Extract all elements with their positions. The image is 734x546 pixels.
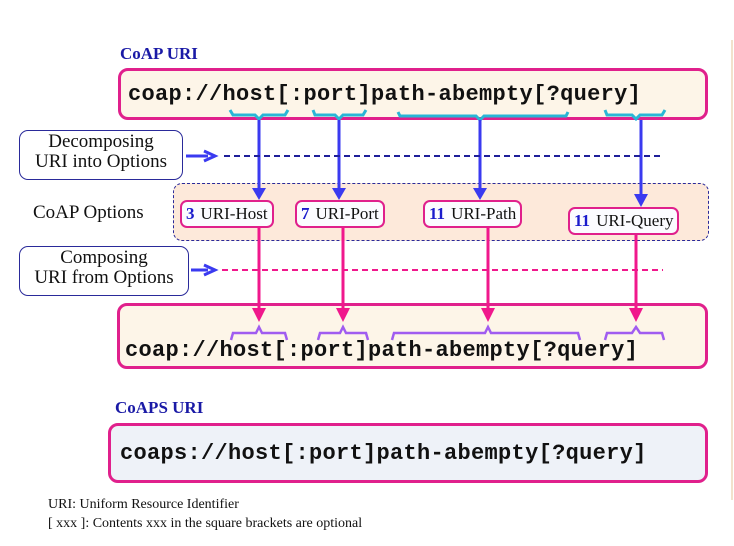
option-uri-host: 3 URI-Host [180,200,274,228]
option-number: 3 [186,204,195,223]
decompose-line2: URI into Options [35,151,167,172]
option-uri-path: 11 URI-Path [423,200,523,228]
coap-uri-title: CoAP URI [120,44,198,63]
composed-uri-text: coap://host[:port]path-abempty[?query] [125,338,639,363]
compose-line1: Composing [60,247,148,268]
option-name: URI-Query [596,211,674,230]
compose-pointer-head [203,263,219,277]
coap-uri-text: coap://host[:port]path-abempty[?query] [128,82,642,107]
option-number: 7 [301,204,310,223]
option-name: URI-Host [200,204,268,223]
page-edge-line [731,40,733,500]
option-number: 11 [574,211,591,230]
option-uri-query: 11 URI-Query [568,207,680,235]
option-number: 11 [429,204,446,223]
coaps-uri-text: coaps://host[:port]path-abempty[?query] [120,441,647,466]
decompose-line1: Decomposing [48,131,154,152]
options-label: CoAP Options [33,202,144,223]
compose-line2: URI from Options [34,267,174,288]
coaps-uri-box [108,423,708,483]
decompose-box: Decomposing URI into Options [19,130,183,180]
note-uri-definition: URI: Uniform Resource Identifier [48,497,239,512]
option-name: URI-Port [315,204,379,223]
coaps-uri-title: CoAPS URI [115,398,204,417]
compose-box: Composing URI from Options [19,246,189,296]
note-brackets-optional: [ xxx ]: Contents xxx in the square brac… [48,516,363,531]
option-name: URI-Path [451,204,517,223]
decompose-pointer-head [203,149,219,163]
option-uri-port: 7 URI-Port [295,200,385,228]
